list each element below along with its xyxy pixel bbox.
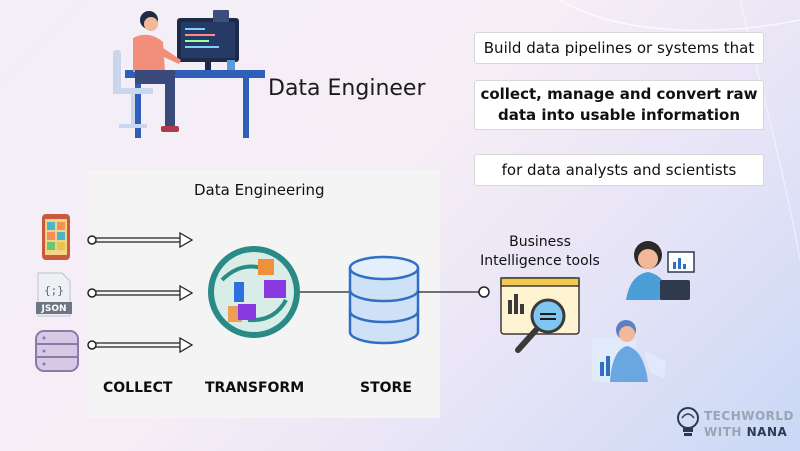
collect-arrow-2 xyxy=(87,284,194,302)
database-server-icon xyxy=(35,330,79,372)
brand-nana: NANA xyxy=(746,425,788,439)
pipeline-title: Data Engineering xyxy=(194,181,325,199)
transform-icon xyxy=(208,246,300,338)
json-icon-label: JSON xyxy=(40,304,66,314)
bi-tools-label-line2: Intelligence tools xyxy=(480,253,600,269)
bi-analytics-icon xyxy=(500,277,580,353)
store-database-icon xyxy=(348,255,420,345)
bi-tools-label: Business Intelligence tools xyxy=(470,233,610,271)
description-box-1: Build data pipelines or systems that xyxy=(474,32,764,64)
mobile-app-icon xyxy=(42,214,70,260)
brand-with: WITH xyxy=(704,425,747,439)
description-box-2: collect, manage and convert raw data int… xyxy=(474,80,764,130)
page-title: Data Engineer xyxy=(268,76,426,101)
brand-name-line1: TECHWORLD xyxy=(704,409,795,423)
json-brace-label: {;} xyxy=(44,284,64,297)
stage-label-collect: COLLECT xyxy=(103,380,173,396)
description-box-2-line2: data into usable information xyxy=(498,106,740,124)
description-box-2-line1: collect, manage and convert raw xyxy=(480,85,758,103)
brand-name-line2: WITH NANA xyxy=(704,425,787,439)
collect-arrow-3 xyxy=(87,336,194,354)
stage-label-transform: TRANSFORM xyxy=(205,380,305,396)
description-box-3: for data analysts and scientists xyxy=(474,154,764,186)
connector-end-dot xyxy=(478,286,490,298)
brand-bulb-icon xyxy=(677,407,699,436)
stage-label-store: STORE xyxy=(360,380,412,396)
data-analyst-illustration xyxy=(626,241,695,300)
json-file-icon: {;} JSON xyxy=(36,272,72,317)
engineer-illustration xyxy=(113,10,265,138)
data-scientist-illustration xyxy=(592,320,666,382)
collect-arrow-1 xyxy=(87,231,194,249)
bi-tools-label-line1: Business xyxy=(509,234,571,250)
